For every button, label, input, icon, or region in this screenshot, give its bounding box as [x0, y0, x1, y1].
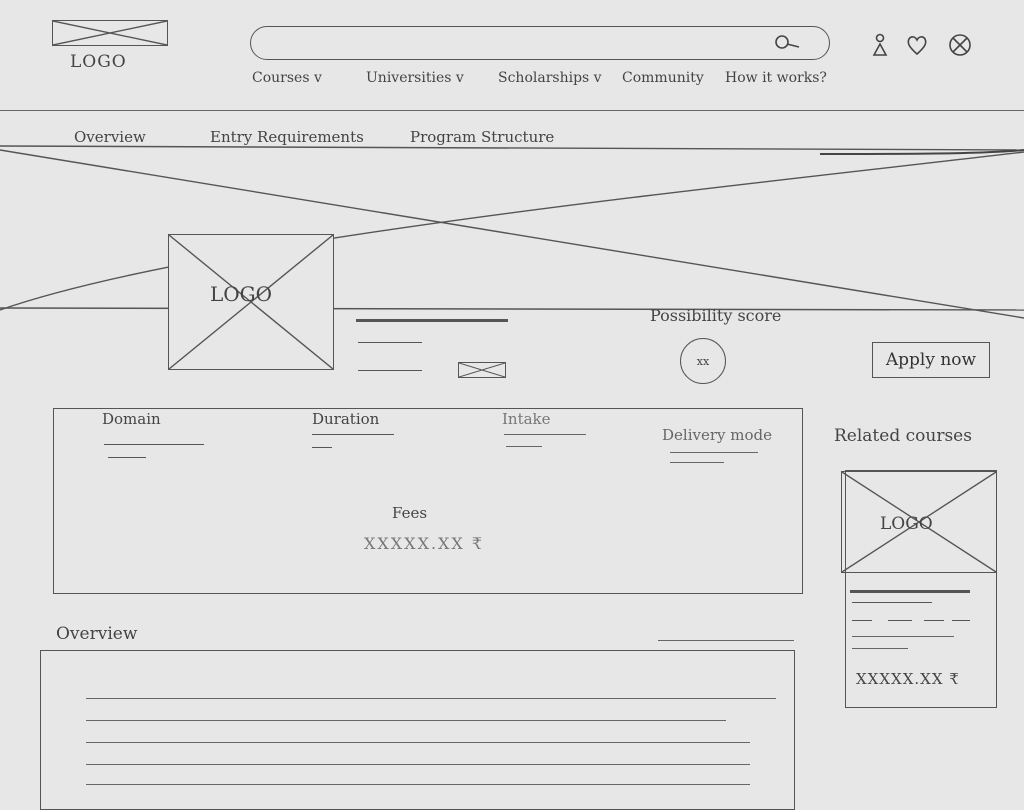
related-course-subtitle-line	[852, 602, 932, 603]
fees-label: Fees	[392, 504, 428, 522]
tab-entry-requirements[interactable]: Entry Requirements	[210, 128, 364, 146]
related-course-logo-text: LOGO	[880, 514, 933, 534]
domain-value-line	[108, 457, 146, 458]
globe-icon[interactable]	[948, 33, 972, 57]
delivery-value-line	[670, 452, 758, 453]
header-logo-image[interactable]	[52, 20, 168, 46]
overview-section-title: Overview	[56, 624, 138, 644]
delivery-mode-label: Delivery mode	[662, 426, 772, 444]
related-course-card[interactable]	[845, 470, 997, 708]
related-course-price: XXXXX.XX ₹	[856, 670, 960, 688]
overview-text-line	[86, 784, 750, 785]
possibility-score-badge: xx	[680, 338, 726, 384]
delivery-value-line	[670, 462, 724, 463]
search-input[interactable]	[250, 26, 830, 60]
possibility-score-label: Possibility score	[650, 306, 782, 325]
nav-universities[interactable]: Universities v	[366, 70, 464, 86]
related-course-title-line	[850, 590, 970, 593]
related-course-meta-line	[852, 620, 872, 621]
duration-label: Duration	[312, 410, 380, 428]
course-info-panel	[53, 408, 803, 594]
related-course-meta-line	[888, 620, 912, 621]
header-logo-text[interactable]: LOGO	[70, 52, 127, 72]
header-divider	[0, 110, 1024, 111]
overview-text-line	[86, 720, 726, 721]
intake-value-line	[506, 446, 542, 447]
nav-scholarships[interactable]: Scholarships v	[498, 70, 602, 86]
course-title-line	[356, 319, 508, 322]
course-logo-image	[168, 234, 334, 370]
domain-value-line	[104, 444, 204, 445]
course-subtitle-line	[358, 342, 422, 343]
overview-content-box	[40, 650, 795, 810]
nav-how-it-works[interactable]: How it works?	[725, 70, 827, 86]
search-icon[interactable]	[772, 34, 800, 52]
domain-label: Domain	[102, 410, 161, 428]
course-meta-line	[358, 370, 422, 371]
tab-overview[interactable]: Overview	[74, 128, 146, 146]
related-courses-title: Related courses	[834, 426, 972, 446]
user-icon[interactable]	[868, 33, 892, 57]
related-course-meta-line	[924, 620, 944, 621]
course-logo-text: LOGO	[210, 282, 273, 306]
nav-community[interactable]: Community	[622, 70, 704, 86]
related-course-logo-image[interactable]	[841, 471, 997, 573]
apply-now-button[interactable]: Apply now	[872, 342, 990, 378]
overview-text-line	[86, 742, 750, 743]
heart-icon[interactable]	[905, 33, 929, 57]
duration-value-line	[312, 447, 332, 448]
banner-image	[0, 140, 1024, 320]
nav-courses[interactable]: Courses v	[252, 70, 322, 86]
intake-label: Intake	[502, 410, 551, 428]
intake-value-line	[504, 434, 586, 435]
related-course-meta-line	[852, 636, 954, 637]
tab-program-structure[interactable]: Program Structure	[410, 128, 555, 146]
related-course-meta-line	[952, 620, 970, 621]
overview-text-line	[86, 764, 750, 765]
related-course-meta-line	[852, 648, 908, 649]
university-badge-image	[458, 362, 506, 378]
fees-value: XXXXX.XX ₹	[364, 534, 485, 553]
overview-divider	[658, 640, 794, 641]
duration-value-line	[312, 434, 394, 435]
overview-text-line	[86, 698, 776, 699]
